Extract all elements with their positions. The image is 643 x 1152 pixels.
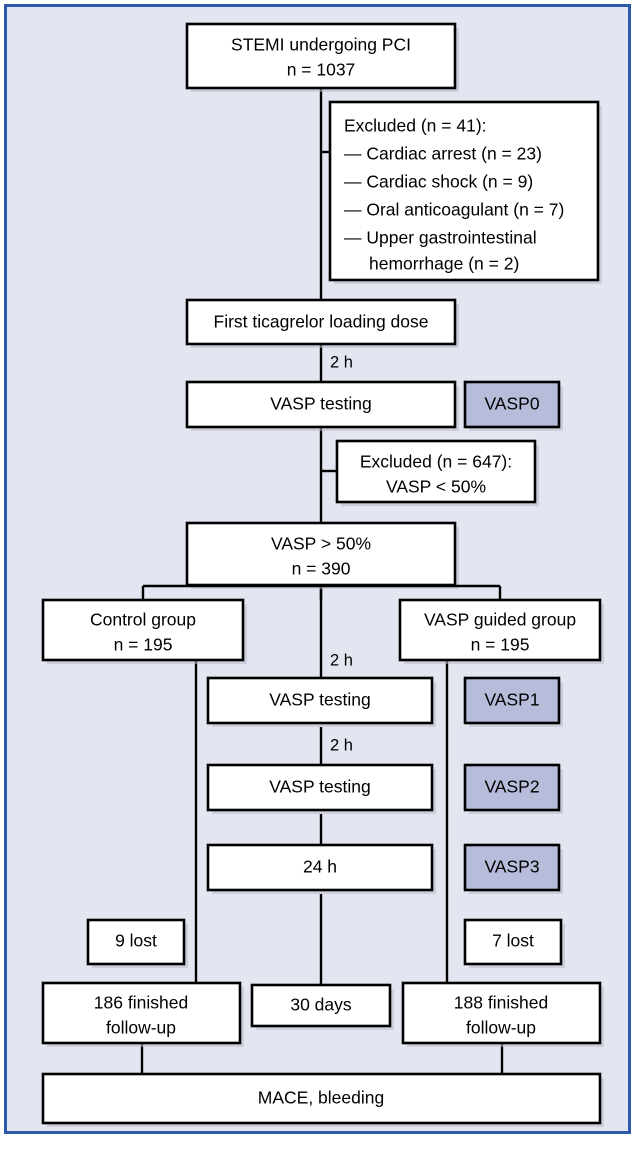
node-vasp-guided-group: VASP guided group n = 195 — [398, 598, 604, 664]
node-excluded-vasp-box — [335, 439, 537, 504]
node-lost-left-box — [86, 918, 186, 966]
node-vasp1-tag-line1: VASP1 — [484, 690, 539, 710]
node-lost-right: 7 lost — [463, 918, 565, 968]
node-finished-right-line2: follow-up — [466, 1018, 536, 1038]
node-control-group-box — [41, 598, 245, 662]
node-lost-right-line1: 7 lost — [492, 931, 534, 951]
node-control-group-line1: Control group — [90, 610, 196, 630]
node-excluded-main-line4: — Oral anticoagulant (n = 7) — [344, 200, 564, 220]
node-lost-right-box — [463, 918, 563, 966]
node-vasp0-tag-line1: VASP0 — [484, 394, 539, 414]
node-hour-24: 24 h — [206, 843, 436, 894]
node-days-30-box — [250, 983, 392, 1028]
node-vasp-testing-2-line1: VASP testing — [269, 777, 371, 797]
node-excluded-vasp-line1: Excluded (n = 647): — [360, 452, 512, 472]
node-excluded-vasp-line2: VASP < 50% — [386, 477, 486, 497]
node-hour-24-box — [206, 843, 434, 892]
edge-label-second-interval: 2 h — [330, 651, 353, 669]
node-excluded-main-line2: — Cardiac arrest (n = 23) — [344, 144, 542, 164]
node-hour-24-line1: 24 h — [303, 857, 337, 877]
node-excluded-main-line3: — Cardiac shock (n = 9) — [344, 172, 533, 192]
node-vasp-testing-0: VASP testing — [185, 380, 459, 431]
node-vasp2-tag: VASP2 — [463, 763, 563, 814]
node-vasp-over-50: VASP > 50% n = 390 — [185, 521, 459, 589]
node-vasp-testing-2: VASP testing — [206, 763, 436, 814]
node-days-30: 30 days — [250, 983, 394, 1030]
node-vasp3-tag-line1: VASP3 — [484, 857, 539, 877]
node-enrollment-box — [185, 22, 457, 90]
node-finished-left-line2: follow-up — [106, 1018, 176, 1038]
node-vasp-testing-2-box — [206, 763, 434, 812]
node-control-group: Control group n = 195 — [41, 598, 247, 664]
node-vasp3-tag-box — [463, 843, 561, 892]
node-vasp-over-50-line2: n = 390 — [292, 559, 351, 579]
node-vasp1-tag: VASP1 — [463, 676, 563, 727]
node-vasp-testing-1: VASP testing — [206, 676, 436, 727]
node-vasp-over-50-box — [185, 521, 457, 587]
node-vasp2-tag-line1: VASP2 — [484, 777, 539, 797]
node-vasp2-tag-box — [463, 763, 561, 812]
node-excluded-vasp: Excluded (n = 647): VASP < 50% — [335, 439, 539, 506]
connector-group — [140, 88, 504, 1074]
node-vasp3-tag: VASP3 — [463, 843, 563, 894]
node-outcome-box — [41, 1072, 602, 1125]
node-vasp-testing-0-line1: VASP testing — [270, 394, 372, 414]
node-finished-right-box — [401, 981, 602, 1045]
node-vasp-guided-group-line2: n = 195 — [471, 635, 530, 655]
node-loading-dose-box — [185, 298, 457, 346]
edge-label-third-interval: 2 h — [330, 736, 353, 754]
node-vasp-over-50-line1: VASP > 50% — [271, 534, 371, 554]
node-days-30-line1: 30 days — [290, 995, 352, 1015]
node-outcome: MACE, bleeding — [41, 1072, 604, 1127]
node-enrollment: STEMI undergoing PCI n = 1037 — [185, 22, 459, 92]
node-vasp1-tag-box — [463, 676, 561, 725]
node-finished-left-box — [41, 981, 242, 1045]
edge-label-first-interval: 2 h — [330, 353, 353, 371]
node-finished-left: 186 finished follow-up — [41, 981, 244, 1047]
node-finished-right-line1: 188 finished — [454, 993, 548, 1013]
node-vasp0-tag: VASP0 — [463, 380, 563, 431]
node-vasp0-tag-box — [463, 380, 561, 429]
node-excluded-main: Excluded (n = 41): — Cardiac arrest (n =… — [328, 100, 602, 284]
node-finished-right: 188 finished follow-up — [401, 981, 604, 1047]
node-loading-dose-line1: First ticagrelor loading dose — [214, 312, 429, 332]
node-vasp-testing-1-line1: VASP testing — [269, 690, 371, 710]
node-vasp-guided-group-box — [398, 598, 602, 662]
node-loading-dose: First ticagrelor loading dose — [185, 298, 459, 348]
node-control-group-line2: n = 195 — [114, 635, 173, 655]
node-excluded-main-line6: hemorrhage (n = 2) — [369, 254, 519, 274]
node-excluded-main-line5: — Upper gastrointestinal — [344, 228, 537, 248]
node-outcome-line1: MACE, bleeding — [258, 1088, 384, 1108]
node-excluded-main-box — [328, 100, 600, 282]
node-finished-left-line1: 186 finished — [94, 993, 188, 1013]
node-excluded-main-line1: Excluded (n = 41): — [344, 116, 487, 136]
node-vasp-testing-0-box — [185, 380, 457, 429]
node-enrollment-line1: STEMI undergoing PCI — [231, 35, 411, 55]
node-lost-left-line1: 9 lost — [115, 931, 157, 951]
node-vasp-testing-1-box — [206, 676, 434, 725]
node-vasp-guided-group-line1: VASP guided group — [424, 610, 576, 630]
node-enrollment-line2: n = 1037 — [287, 60, 356, 80]
node-lost-left: 9 lost — [86, 918, 188, 968]
